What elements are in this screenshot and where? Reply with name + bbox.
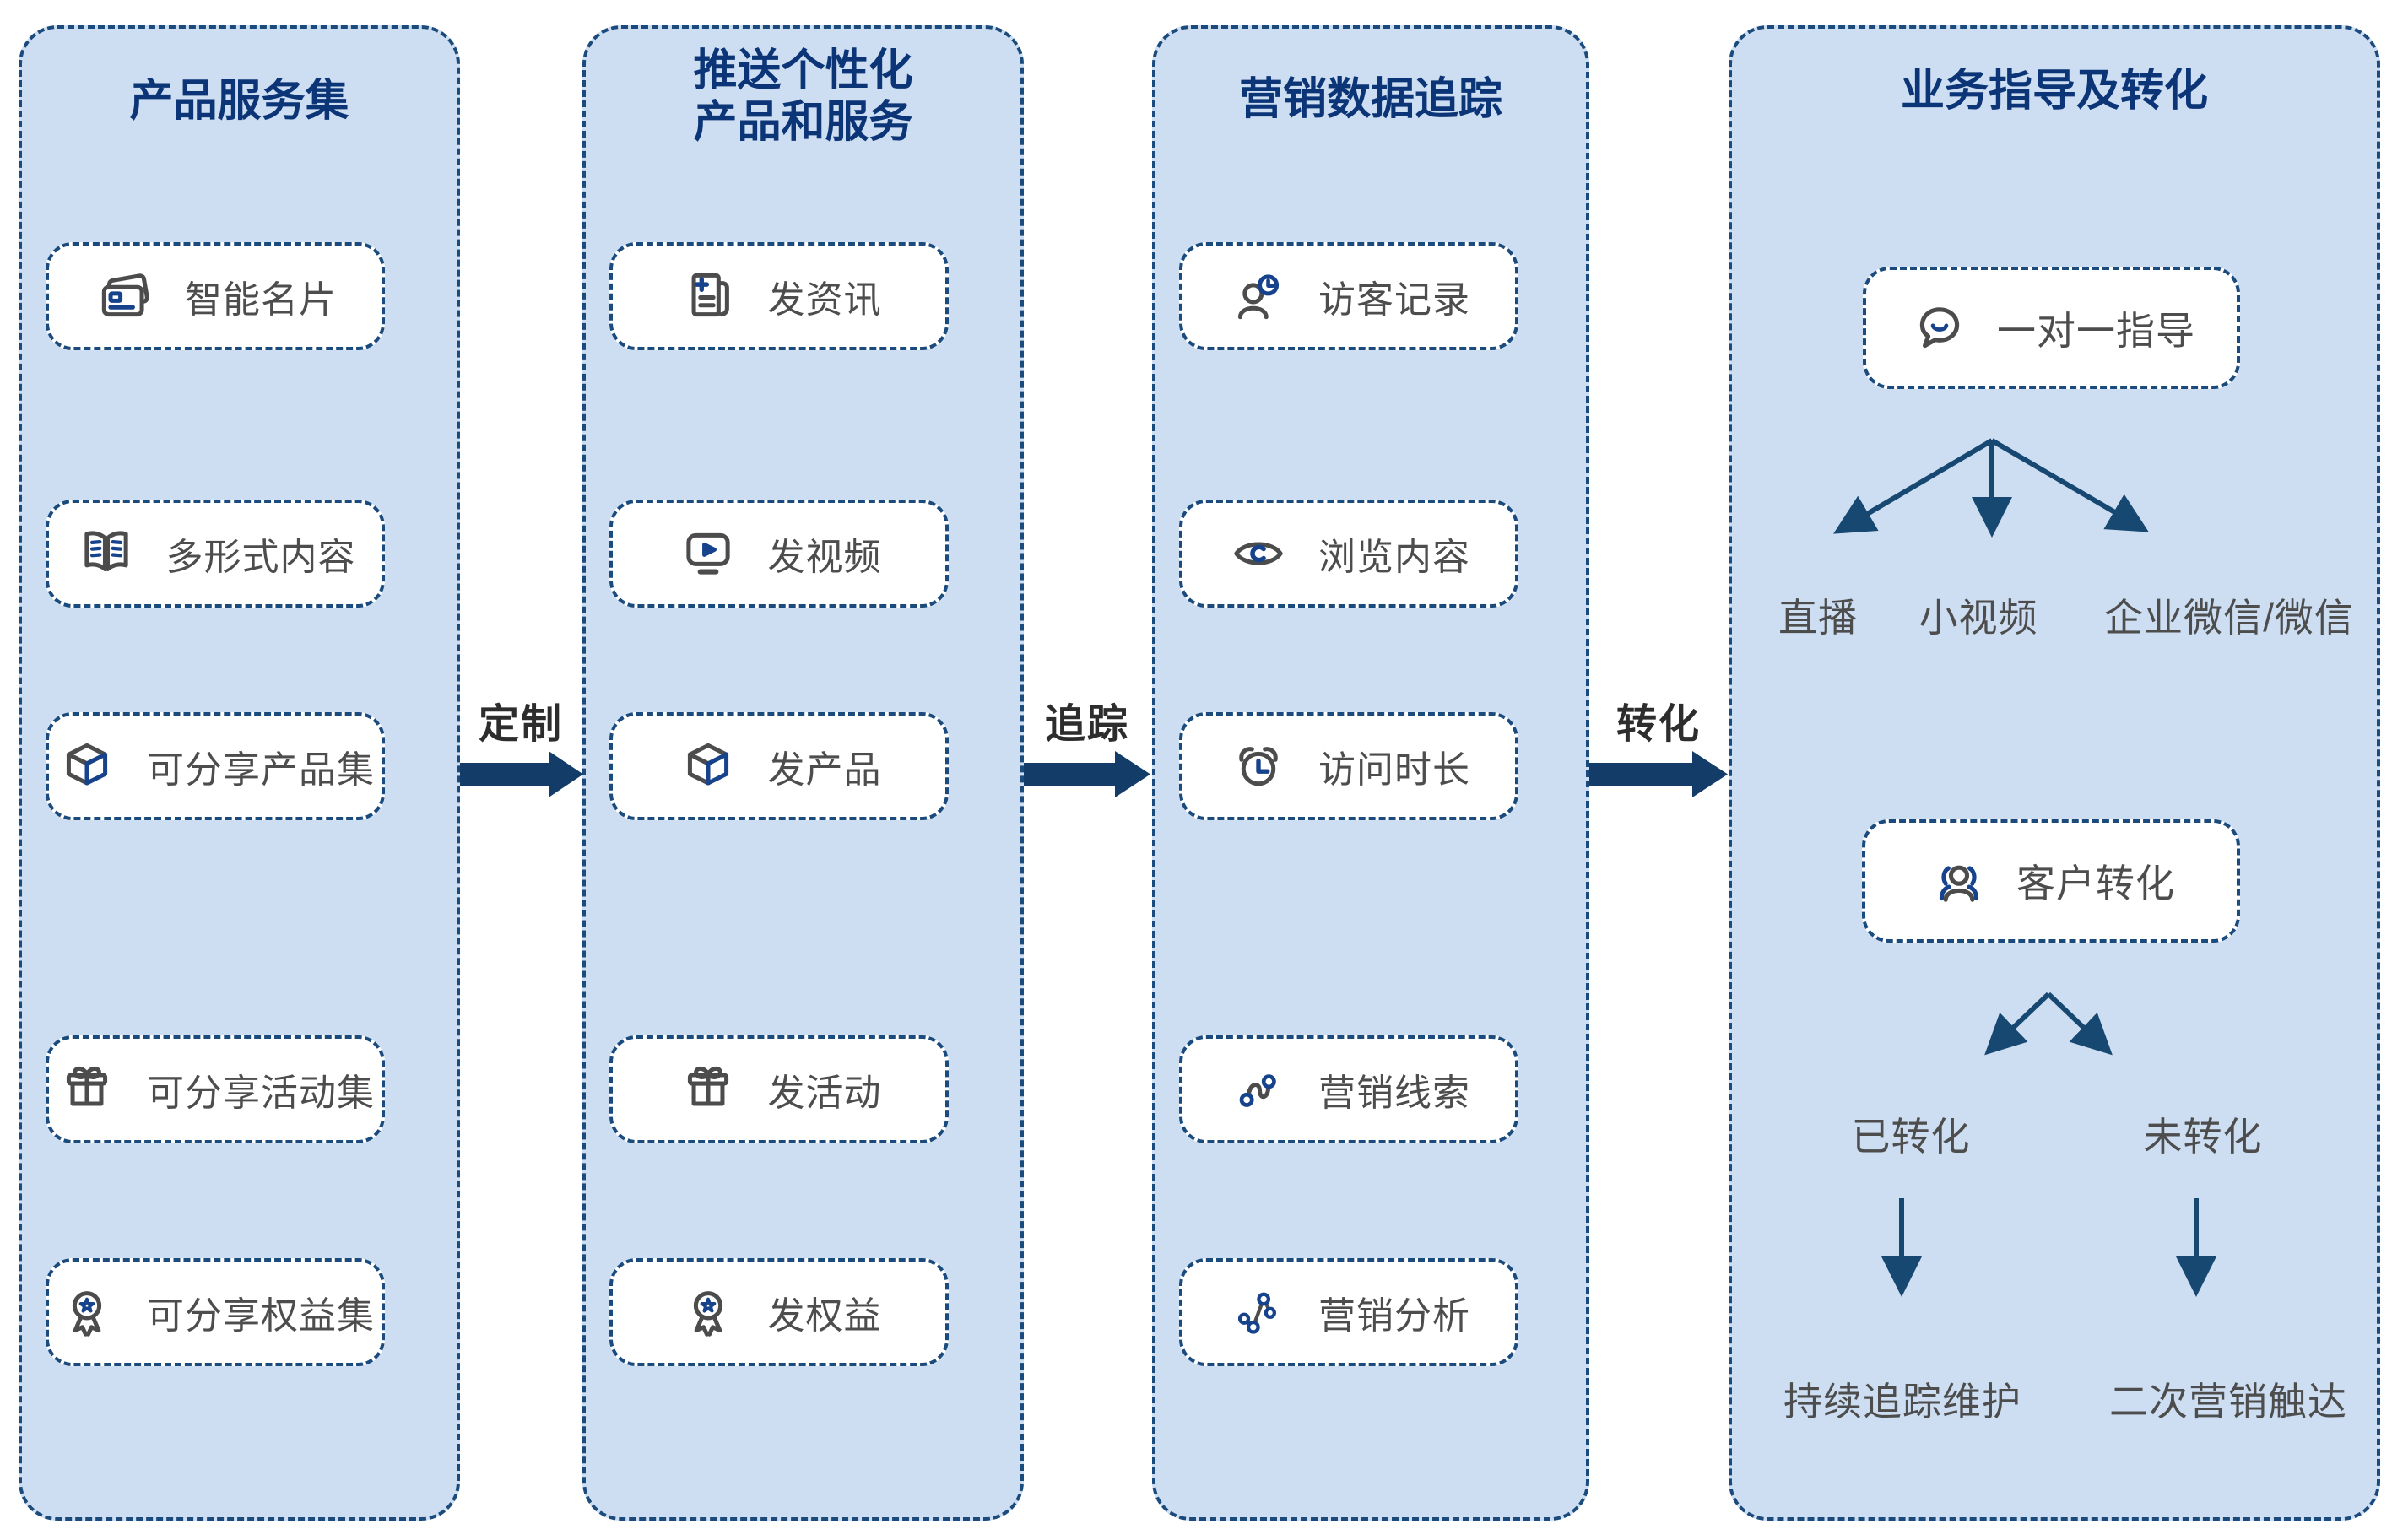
stage-column-marketing-data-tracking: 营销数据追踪 访客记录 浏览内容 [1152, 25, 1589, 1521]
business-card-icon [94, 265, 156, 327]
open-book-icon [75, 522, 138, 585]
connector-label-convert: 转化 [1615, 702, 1702, 747]
item-send-activity: 发活动 [609, 1035, 949, 1143]
item-send-product: 发产品 [609, 712, 949, 820]
item-browsed-content: 浏览内容 [1179, 500, 1518, 608]
item-label: 发活动 [767, 1073, 882, 1114]
stage-title: 业务指导及转化 [1900, 67, 2208, 116]
channel-label-live: 直播 [1778, 596, 1858, 640]
followup-label-secondary-marketing: 二次营销触达 [2109, 1380, 2347, 1424]
stage-column-product-services: 产品服务集 智能名片 多形式内容 [19, 25, 460, 1521]
item-label: 可分享活动集 [147, 1073, 375, 1114]
item-send-news: 发资讯 [609, 242, 949, 350]
item-label: 智能名片 [185, 279, 337, 321]
alarm-clock-icon [1227, 735, 1290, 797]
block-arrow-customize [460, 751, 583, 797]
outcome-label-not-converted: 未转化 [2143, 1115, 2263, 1159]
item-marketing-analysis: 营销分析 [1179, 1258, 1518, 1366]
item-label: 浏览内容 [1318, 537, 1470, 578]
stage-title: 产品服务集 [129, 77, 349, 126]
block-arrow-track [1024, 751, 1150, 797]
stage-title: 推送个性化 产品和服务 [693, 46, 913, 148]
item-label: 发权益 [767, 1295, 882, 1337]
item-label: 可分享权益集 [147, 1295, 375, 1337]
outcome-label-converted: 已转化 [1851, 1115, 1971, 1159]
gift-icon [56, 1058, 118, 1121]
stage-column-push-personalized: 推送个性化 产品和服务 发资讯 发视频 [582, 25, 1024, 1521]
item-sharable-activity-set: 可分享活动集 [46, 1035, 385, 1143]
item-marketing-leads: 营销线索 [1179, 1035, 1518, 1143]
item-label: 发产品 [767, 749, 882, 791]
chat-smile-icon [1908, 296, 1972, 360]
item-label: 可分享产品集 [147, 749, 375, 791]
channel-label-short-video: 小视频 [1918, 596, 2038, 640]
block-arrow-convert [1589, 751, 1728, 797]
box-label: 客户转化 [2016, 862, 2175, 905]
item-smart-card: 智能名片 [46, 242, 385, 350]
channel-label-wecom-wechat: 企业微信/微信 [2104, 596, 2354, 640]
item-send-video: 发视频 [609, 500, 949, 608]
cube-icon [56, 735, 118, 797]
one-on-one-guidance-box: 一对一指导 [1863, 267, 2240, 389]
gift-icon [677, 1058, 739, 1121]
connector-label-track: 追踪 [1044, 702, 1130, 747]
followup-label-continuous-tracking: 持续追踪维护 [1783, 1380, 2021, 1424]
item-sharable-benefit-set: 可分享权益集 [46, 1258, 385, 1366]
item-visitor-records: 访客记录 [1179, 242, 1518, 350]
item-label: 访问时长 [1318, 749, 1470, 791]
medal-icon [56, 1281, 118, 1343]
item-label: 访客记录 [1318, 279, 1470, 321]
item-multi-format-content: 多形式内容 [46, 500, 385, 608]
medal-icon [677, 1281, 739, 1343]
item-label: 多形式内容 [165, 537, 356, 578]
customer-conversion-box: 客户转化 [1862, 819, 2240, 943]
news-plus-icon [677, 265, 739, 327]
item-send-benefit: 发权益 [609, 1258, 949, 1366]
item-sharable-product-set: 可分享产品集 [46, 712, 385, 820]
item-label: 营销分析 [1318, 1295, 1470, 1337]
leads-curve-icon [1227, 1058, 1290, 1121]
item-label: 发资讯 [767, 279, 882, 321]
stage-column-guidance-conversion: 业务指导及转化 一对一指导 直播 小视频 企业微信/微信 [1729, 25, 2380, 1521]
item-visit-duration: 访问时长 [1179, 712, 1518, 820]
eye-icon [1227, 522, 1290, 585]
item-label: 营销线索 [1318, 1073, 1470, 1114]
connector-label-customize: 定制 [478, 702, 564, 747]
video-play-icon [677, 522, 739, 585]
box-label: 一对一指导 [1997, 308, 2195, 353]
visitor-clock-icon [1227, 265, 1290, 327]
analysis-nodes-icon [1227, 1281, 1290, 1343]
cube-icon [677, 735, 739, 797]
item-label: 发视频 [767, 537, 882, 578]
people-group-icon [1927, 849, 1991, 913]
stage-title: 营销数据追踪 [1238, 75, 1502, 124]
